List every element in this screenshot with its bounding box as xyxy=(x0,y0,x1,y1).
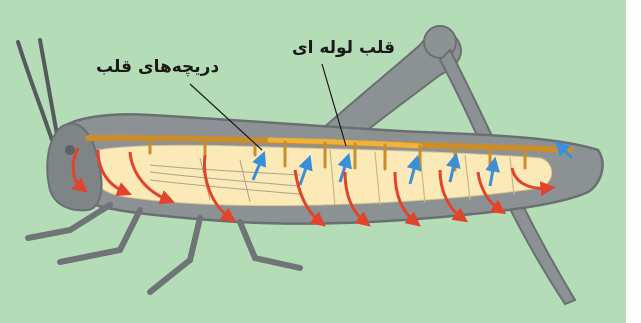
heart-valves-label: دریچه‌های قلب xyxy=(96,57,219,77)
tubular-heart-label: قلب لوله ای xyxy=(292,38,395,58)
eye xyxy=(65,145,75,155)
